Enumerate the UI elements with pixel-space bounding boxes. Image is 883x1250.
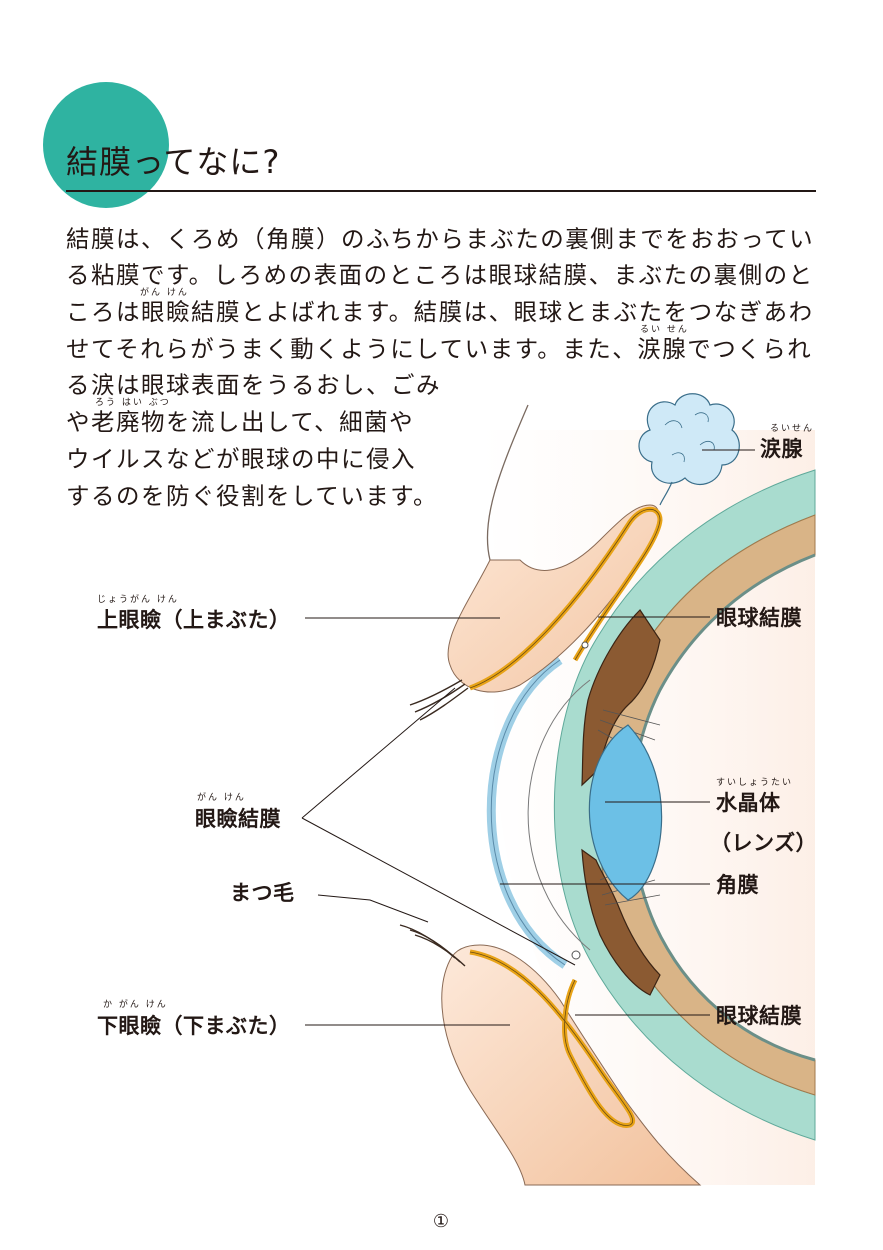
leader-lines [301,449,755,1026]
upper-eyelashes [409,679,469,721]
label-lower-eyelid: 下眼瞼（下まぶた） [97,1014,291,1038]
label-ruby-suishoutai: すいしょうたい [716,778,794,788]
lacrimal-gland-texture [664,412,715,463]
upper-palpebral-conjunctiva-outline [469,508,661,689]
limbus-marker-upper [581,641,589,649]
ruby-ruisen: るい せん [640,325,689,335]
label-ruby-upper-eyelid: じょうがん けん [97,595,179,605]
intro-line-3: ころは眼瞼結膜とよばれます。結膜は、眼球とまぶたをつなぎあわ [66,298,814,326]
title-accent-circle [43,82,169,208]
label-suishoutai: 水晶体 [716,791,781,815]
label-lens: （レンズ） [710,831,818,855]
lens-shape [588,724,663,901]
label-ruisen: 涙腺 [760,437,803,461]
label-gankyu-ketsumaku-lower: 眼球結膜 [716,1004,802,1028]
label-ganken-ketsumaku: 眼瞼結膜 [195,807,281,831]
limbus-marker-lower [571,950,581,960]
label-matsuge: まつ毛 [230,881,295,905]
ruby-rouhaibutsu: ろう はい ぶつ [95,398,171,408]
anterior-chamber [527,679,591,951]
label-upper-eyelid: 上眼瞼（上まぶた） [97,608,291,632]
page-number: ① [432,1211,450,1232]
lacrimal-gland [638,393,740,506]
page-title: 結膜ってなに? [66,143,281,181]
ciliary-body-upper [581,609,661,787]
cornea-edge [490,659,566,966]
title-underline [66,190,816,192]
intro-line-2: る粘膜です。しろめの表面のところは眼球結膜、まぶたの裏側のと [66,261,814,289]
label-gankyu-ketsumaku-upper: 眼球結膜 [716,606,802,630]
label-ruby-ruisen: るいせん [770,424,815,434]
ciliary-body-lower [581,848,661,996]
lower-palpebral-conjunctiva-outline [469,951,633,1126]
label-kakumaku: 角膜 [716,873,759,897]
intro-line-4: せてそれらがうまく動くようにしています。また、涙腺でつくられ [66,335,813,363]
intro-line-1: 結膜は、くろめ（角膜）のふちからまぶたの裏側までをおおってい [66,225,815,253]
face-outline-upper [486,404,529,561]
intro-line-6: や老廃物を流し出して、細菌や [66,408,415,436]
intro-line-7: ウイルスなどが眼球の中に侵入 [66,445,416,473]
lower-eyelashes [399,924,466,967]
label-ruby-lower-eyelid: か がん けん [103,1000,168,1010]
label-ruby-ganken-ketsumaku: がん けん [197,793,246,803]
ruby-ganken: がん けん [140,288,189,298]
intro-line-8: するのを防ぐ役割をしています。 [66,482,438,510]
intro-line-5: る涙は眼球表面をうるおし、ごみ [66,371,441,399]
lower-eyelid-skin [441,944,702,1186]
